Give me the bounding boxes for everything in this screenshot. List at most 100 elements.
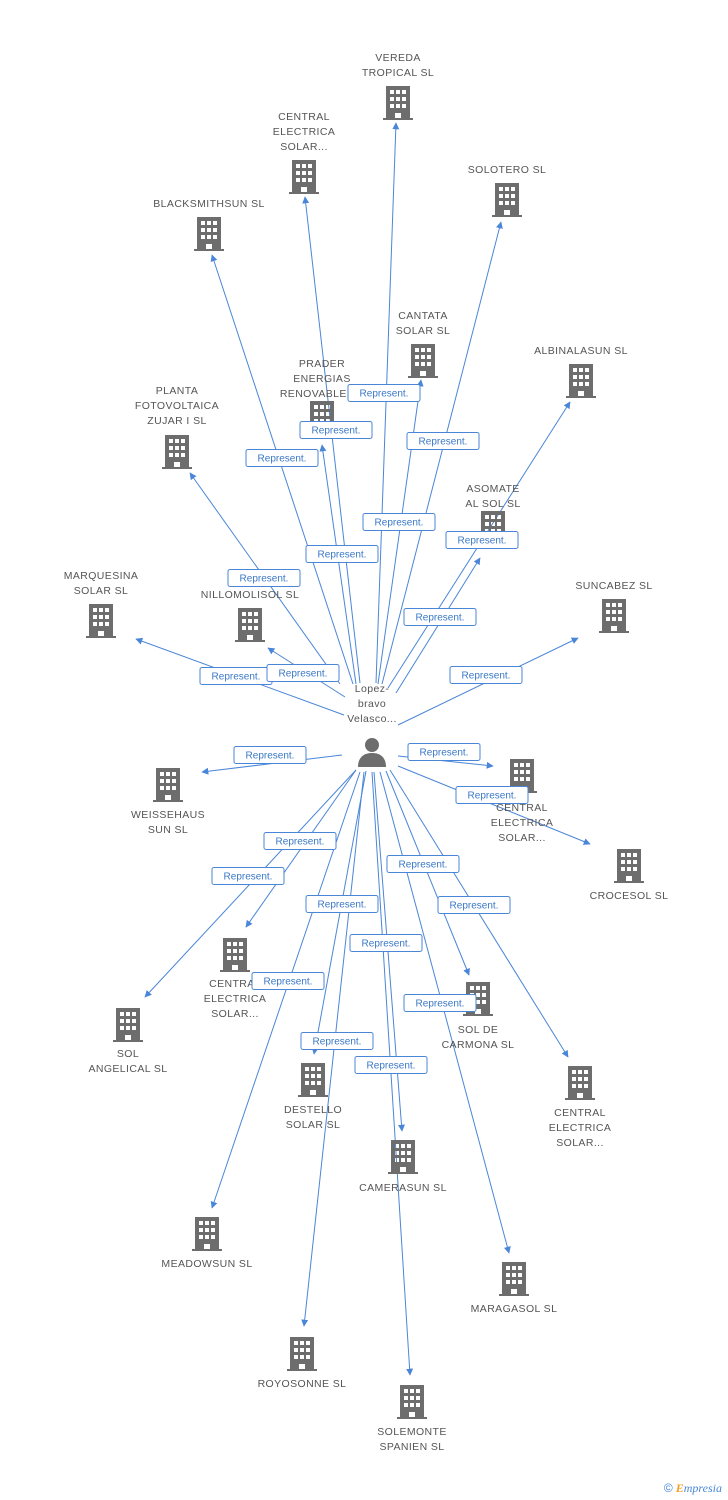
building-icon (397, 1385, 427, 1419)
edge-label-text: Represent. (468, 791, 517, 802)
edge-vereda (375, 122, 400, 684)
edge-label-solotero: Represent. (406, 432, 480, 450)
company-node-solotero[interactable]: SOLOTERO SL (468, 164, 547, 217)
company-node-blacksmithsun[interactable]: BLACKSMITHSUN SL (153, 198, 264, 251)
building-icon (289, 160, 319, 194)
edge-label-text: Represent. (276, 837, 325, 848)
copyright-symbol: © (663, 1481, 673, 1495)
building-icon (153, 768, 183, 802)
company-node-albinalasun[interactable]: ALBINALASUN SL (534, 345, 628, 398)
edge-label-text: Represent. (312, 426, 361, 437)
edge-label-text: Represent. (279, 669, 328, 680)
company-label-solotero: SOLOTERO SL (468, 164, 547, 176)
edge-labels-layer: Represent. Represent. Represent. Represent.… (199, 384, 529, 1074)
edge-label-text: Represent. (258, 454, 307, 465)
edge-crocesol (397, 765, 591, 845)
edge-label-destello: Represent. (305, 895, 379, 913)
building-icon (383, 86, 413, 120)
edge-maragasol (379, 771, 511, 1254)
edge-label-blacksmithsun: Represent. (245, 449, 319, 467)
edge-label-text: Represent. (420, 748, 469, 759)
company-node-crocesol[interactable]: CROCESOL SL (590, 849, 669, 902)
edge-label-nillomolisol: Represent. (266, 664, 340, 682)
edge-label-text: Represent. (224, 872, 273, 883)
edge-cantata (377, 379, 424, 685)
edge-label-central4: Represent. (437, 896, 511, 914)
building-icon (599, 599, 629, 633)
edge-label-text: Represent. (399, 860, 448, 871)
company-node-royosonne[interactable]: ROYOSONNE SL (258, 1337, 347, 1390)
company-node-camerasun[interactable]: CAMERASUN SL (359, 1140, 447, 1194)
company-node-nillomolisol[interactable]: NILLOMOLISOL SL (201, 589, 299, 642)
building-icon (192, 1217, 222, 1251)
edge-label-maragasol: Represent. (403, 994, 477, 1012)
edge-label-text: Represent. (367, 1061, 416, 1072)
edge-label-prader: Represent. (305, 545, 379, 563)
edge-label-asomate: Represent. (403, 608, 477, 626)
company-node-suncabez[interactable]: SUNCABEZ SL (575, 580, 652, 633)
building-icon (566, 364, 596, 398)
building-icon (565, 1066, 595, 1100)
company-label-albinalasun: ALBINALASUN SL (534, 345, 628, 357)
company-node-maragasol[interactable]: MARAGASOL SL (471, 1262, 558, 1315)
edge-label-text: Represent. (313, 1037, 362, 1048)
edge-label-solemonte: Represent. (354, 1056, 428, 1074)
edge-label-suncabez: Represent. (449, 666, 523, 684)
edge-label-central3: Represent. (263, 832, 337, 850)
edge-label-meadowsun: Represent. (251, 972, 325, 990)
edge-prader (319, 444, 357, 685)
edge-label-planta: Represent. (227, 569, 301, 587)
edge-label-text: Represent. (240, 574, 289, 585)
building-icon (235, 608, 265, 642)
edge-label-weissehaus: Represent. (233, 746, 307, 764)
building-icon (298, 1063, 328, 1097)
building-icon (499, 1262, 529, 1296)
building-icon (194, 217, 224, 251)
company-node-meadowsun[interactable]: MEADOWSUN SL (161, 1217, 252, 1270)
building-icon (388, 1140, 418, 1174)
edge-label-central1: Represent. (299, 421, 373, 439)
company-label-maragasol: MARAGASOL SL (471, 1303, 558, 1315)
edge-label-text: Represent. (212, 672, 261, 683)
edge-label-text: Represent. (246, 751, 295, 762)
company-label-blacksmithsun: BLACKSMITHSUN SL (153, 198, 264, 210)
edge-label-text: Represent. (416, 999, 465, 1010)
person-icon (358, 738, 386, 767)
building-icon (408, 344, 438, 378)
building-icon (287, 1337, 317, 1371)
edge-solotero (381, 221, 503, 685)
edge-label-cantata: Represent. (362, 513, 436, 531)
edge-label-text: Represent. (264, 977, 313, 988)
edge-label-soldecarmona: Represent. (386, 855, 460, 873)
